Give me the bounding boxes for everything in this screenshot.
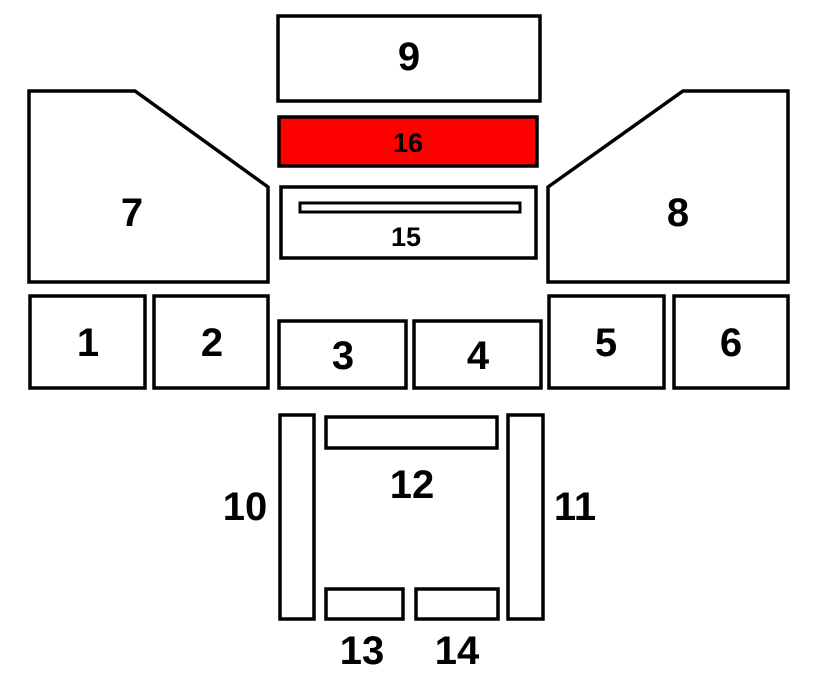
part-6[interactable]: 6 bbox=[672, 294, 790, 390]
part-3[interactable]: 3 bbox=[277, 319, 408, 390]
part-9[interactable]: 9 bbox=[276, 14, 542, 103]
svg-text:10: 10 bbox=[223, 485, 268, 529]
part-7[interactable]: 7 bbox=[27, 89, 270, 284]
svg-text:6: 6 bbox=[720, 321, 742, 365]
part-10[interactable]: 10 bbox=[223, 413, 316, 621]
part-8[interactable]: 8 bbox=[546, 89, 790, 284]
svg-text:2: 2 bbox=[201, 321, 223, 365]
svg-text:8: 8 bbox=[667, 191, 689, 235]
svg-text:15: 15 bbox=[391, 222, 421, 252]
part-5[interactable]: 5 bbox=[547, 294, 666, 390]
svg-text:5: 5 bbox=[595, 321, 617, 365]
part-12[interactable]: 12 bbox=[324, 415, 499, 507]
part-4[interactable]: 4 bbox=[412, 319, 543, 390]
svg-text:3: 3 bbox=[332, 334, 354, 378]
svg-text:14: 14 bbox=[435, 629, 480, 673]
part-15[interactable]: 15 bbox=[279, 185, 538, 260]
svg-text:13: 13 bbox=[340, 629, 385, 673]
svg-text:11: 11 bbox=[554, 485, 596, 529]
part-11[interactable]: 11 bbox=[506, 413, 596, 621]
svg-text:9: 9 bbox=[398, 35, 420, 79]
svg-text:4: 4 bbox=[467, 334, 490, 378]
svg-text:1: 1 bbox=[77, 321, 99, 365]
part-14[interactable]: 14 bbox=[414, 587, 500, 673]
svg-text:7: 7 bbox=[121, 191, 143, 235]
svg-text:12: 12 bbox=[390, 463, 435, 507]
svg-text:16: 16 bbox=[393, 128, 423, 158]
part-16[interactable]: 16 bbox=[277, 115, 539, 168]
part-13[interactable]: 13 bbox=[324, 587, 405, 673]
part-2[interactable]: 2 bbox=[152, 294, 270, 390]
part-1[interactable]: 1 bbox=[28, 294, 147, 390]
